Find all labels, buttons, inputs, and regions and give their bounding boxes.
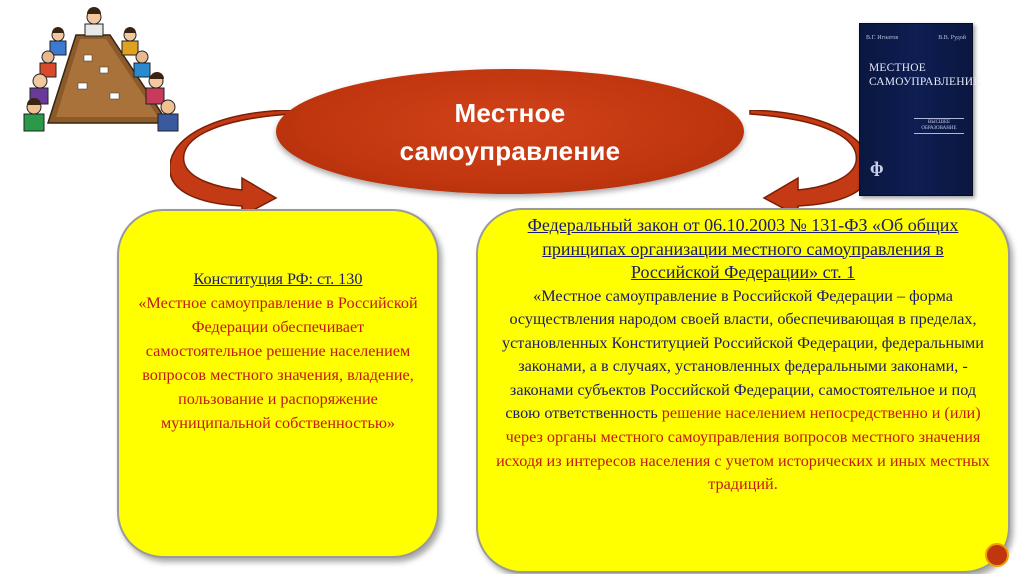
book-authors: В.Г. Игнатов В.В. Рудой	[866, 35, 966, 41]
book-author-2: В.В. Рудой	[938, 35, 966, 41]
publisher-logo-icon: ф	[870, 159, 884, 177]
meeting-clipart-icon	[23, 7, 179, 132]
book-series: ВЫСШЕЕ ОБРАЗОВАНИЕ	[914, 118, 964, 134]
federal-law-box: Федеральный закон от 06.10.2003 № 131-ФЗ…	[476, 208, 1010, 573]
curved-arrow-right-icon	[749, 110, 870, 218]
topic-ellipse: Местное самоуправление	[276, 69, 744, 194]
topic-title-line1: Местное	[454, 97, 566, 128]
federal-law-definition: «Местное самоуправление в Российской Фед…	[502, 286, 984, 423]
arrows-layer	[170, 110, 870, 218]
corner-badge-icon	[985, 543, 1009, 567]
federal-law-text: Федеральный закон от 06.10.2003 № 131-ФЗ…	[492, 214, 994, 497]
constitution-title: Конституция РФ: ст. 130	[193, 270, 363, 288]
federal-law-title: Федеральный закон от 06.10.2003 № 131-ФЗ…	[527, 215, 959, 282]
topic-title-line2: самоуправление	[399, 135, 621, 166]
constitution-quote: «Местное самоуправление в Российской Фед…	[138, 294, 418, 432]
book-title: МЕСТНОЕ САМОУПРАВЛЕНИЕ	[869, 62, 981, 88]
book-cover-image: В.Г. Игнатов В.В. Рудой МЕСТНОЕ САМОУПРА…	[859, 23, 981, 196]
book-author-1: В.Г. Игнатов	[866, 35, 899, 41]
federal-law-highlight: решение населением непосредственно и (ил…	[496, 404, 990, 494]
constitution-text: Конституция РФ: ст. 130 «Местное самоупр…	[137, 267, 419, 435]
constitution-box: Конституция РФ: ст. 130 «Местное самоупр…	[117, 209, 439, 558]
curved-arrow-left-icon	[170, 110, 291, 218]
